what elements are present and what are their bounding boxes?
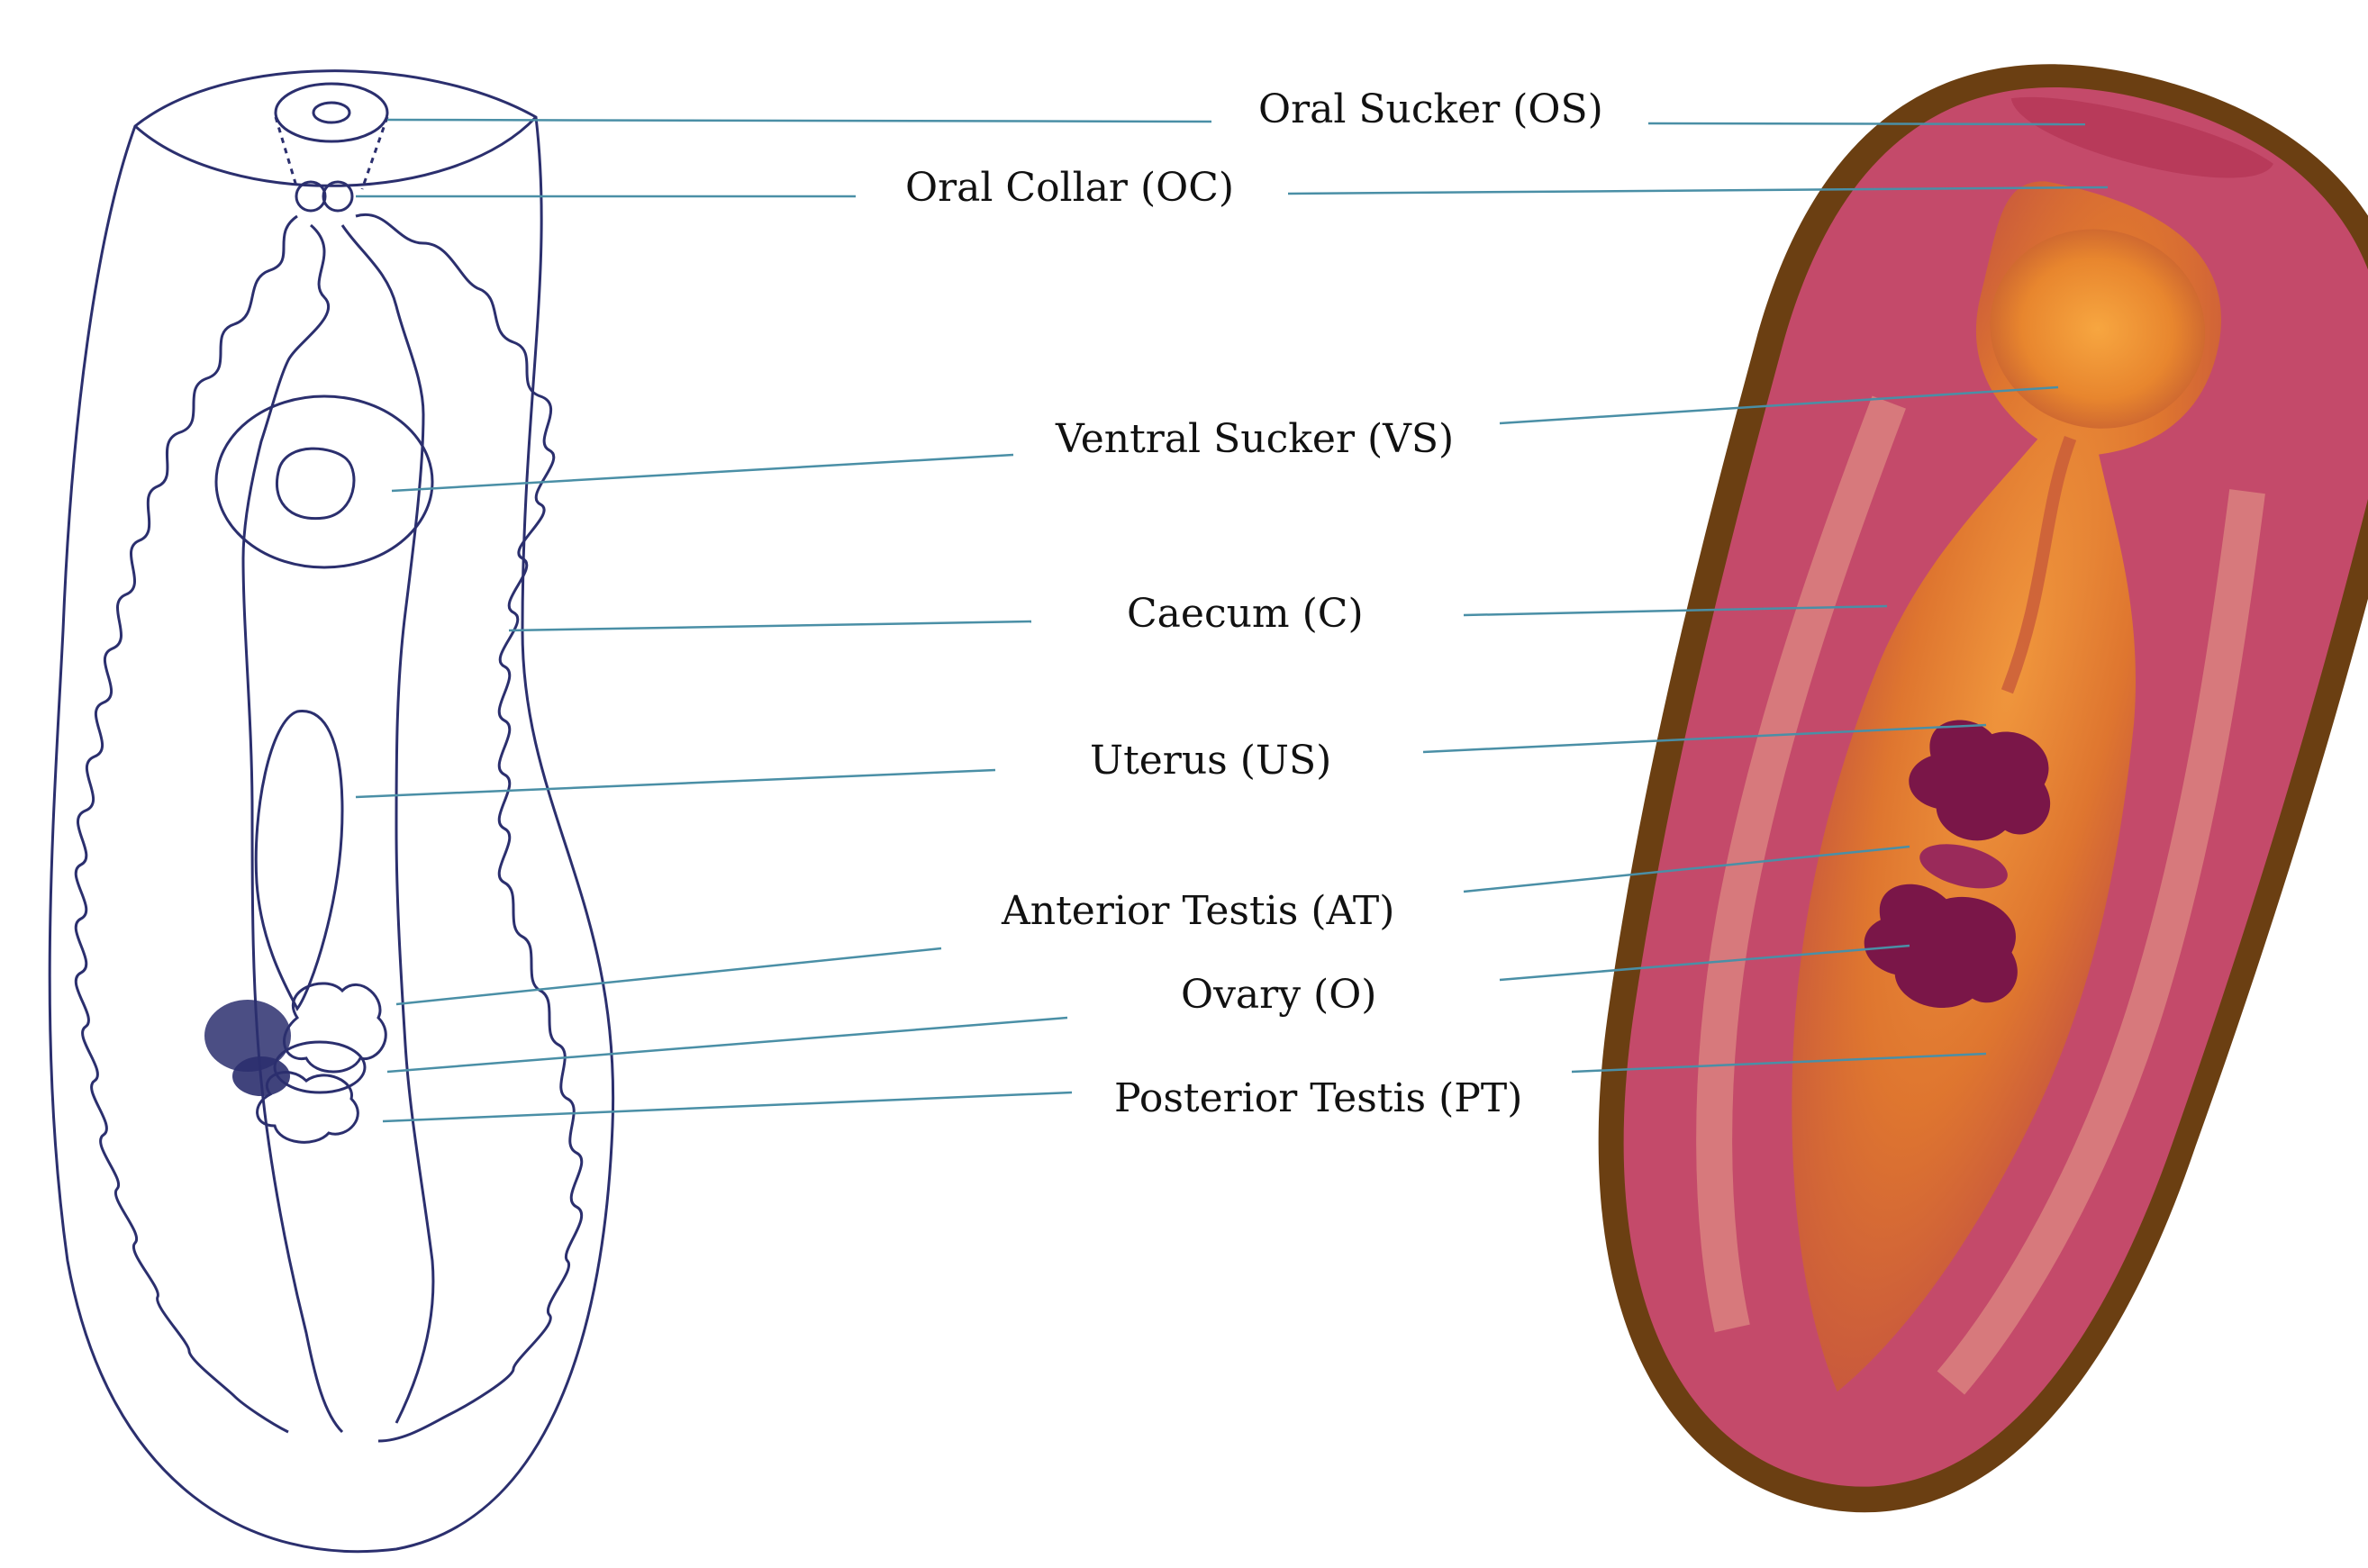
label-oral-collar: Oral Collar (OC) [905, 165, 1235, 211]
label-caecum: Caecum (C) [1127, 591, 1364, 637]
specimen-ovary [1919, 844, 2008, 889]
specimen-left-caecum [1696, 395, 1906, 1333]
leader-ventral-sucker-right [1499, 385, 2059, 425]
specimen-uterus [2001, 435, 2077, 694]
leader-lines [355, 118, 2109, 1123]
drawing-head-cap [133, 115, 538, 187]
drawing-right-caecum-inner [340, 224, 435, 1424]
leader-uterus-right [1422, 723, 1987, 754]
drawing-left-caecum [74, 214, 298, 1434]
drawing-ventral-sucker [214, 394, 434, 569]
leader-posterior-testis-left [382, 1091, 1073, 1123]
drawing-left-caecum-inner [241, 223, 344, 1434]
specimen-oral-region [2010, 96, 2273, 178]
leader-anterior-testis-right [1463, 845, 1910, 893]
leader-caecum-right [1463, 604, 1888, 617]
leader-posterior-testis-right [1571, 1052, 1987, 1074]
label-ovary: Ovary (O) [1181, 972, 1377, 1018]
fluke-drawing [48, 69, 615, 1554]
label-posterior-testis: Posterior Testis (PT) [1114, 1075, 1523, 1121]
drawing-uterus [254, 710, 344, 1011]
drawing-posterior-testis [256, 1071, 359, 1144]
leader-ovary-left [386, 1016, 1068, 1074]
leader-anterior-testis-left [395, 947, 942, 1006]
specimen-ventral-sucker [1990, 229, 2206, 429]
leader-oral-sucker-right [1647, 122, 2086, 126]
drawing-body-outline [48, 69, 615, 1554]
label-uterus: Uterus (US) [1090, 738, 1332, 784]
leader-ovary-right [1499, 944, 1910, 982]
specimen-anterior-testis [1909, 720, 2050, 841]
label-ventral-sucker: Ventral Sucker (VS) [1056, 416, 1455, 462]
drawing-right-caecum [355, 213, 584, 1443]
drawing-oral-sucker [274, 82, 389, 190]
drawing-oral-collar [295, 180, 354, 213]
fluke-micrograph [1598, 64, 2368, 1513]
leader-ventral-sucker-left [391, 453, 1014, 493]
specimen-right-caecum [1937, 489, 2265, 1395]
leader-caecum-left [508, 620, 1032, 632]
leader-oral-sucker-left [386, 118, 1212, 123]
drawing-shaded-gland [204, 1000, 291, 1096]
leader-uterus-left [355, 768, 996, 799]
drawing-anterior-testis [283, 982, 387, 1074]
leader-oral-collar-right [1287, 186, 2109, 195]
specimen-posterior-testis [1864, 884, 2018, 1008]
label-oral-sucker: Oral Sucker (OS) [1258, 86, 1603, 132]
label-anterior-testis: Anterior Testis (AT) [1002, 888, 1395, 934]
